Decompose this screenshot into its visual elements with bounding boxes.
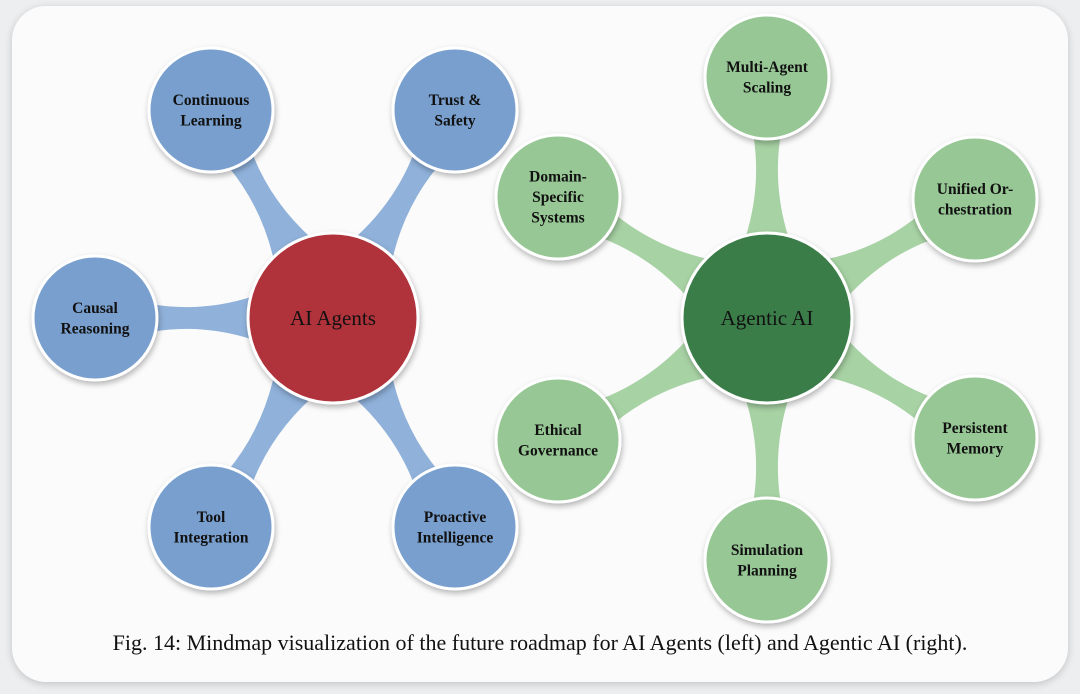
node-label-line: Tool — [197, 509, 226, 526]
branch-connector — [824, 338, 934, 423]
branch-group — [599, 133, 934, 504]
node-label: Unified Or-chestration — [937, 181, 1014, 219]
center-node-agentic-ai: Agentic AI — [680, 231, 854, 405]
node-label-line: Intelligence — [417, 529, 494, 546]
node-label-line: Multi-Agent — [726, 59, 809, 76]
node-label-line: Specific — [532, 189, 584, 206]
node-label-line: chestration — [938, 201, 1012, 218]
center-node-circle — [246, 231, 420, 405]
node-label-line: Learning — [180, 112, 241, 129]
node-circle — [147, 46, 275, 174]
node-label-line: Integration — [174, 529, 249, 546]
node-label-line: Reasoning — [61, 320, 130, 337]
node-circle — [911, 374, 1039, 502]
node-trust-safety: Trust & Safety — [391, 46, 519, 174]
branch-connector — [599, 338, 710, 424]
node-label-line: Unified Or- — [937, 181, 1014, 198]
node-circle — [391, 46, 519, 174]
node-label-line: Safety — [434, 112, 476, 129]
node-label-line: Domain- — [529, 169, 587, 186]
center-node-ai-agents: AI Agents — [246, 231, 420, 405]
node-label-line: Governance — [518, 442, 598, 459]
node-circle — [703, 496, 831, 624]
node-circle — [147, 463, 275, 591]
node-circle — [494, 133, 622, 261]
node-circle — [494, 376, 622, 504]
node-label: Trust & Safety — [429, 92, 482, 130]
center-node-label: AI Agents — [290, 306, 376, 330]
branch-group — [151, 151, 439, 486]
branch-connector — [745, 133, 789, 239]
node-circle — [911, 135, 1039, 263]
node-label-line: Persistent — [942, 420, 1008, 437]
branch-connector — [151, 296, 254, 340]
node-label-line: Memory — [947, 440, 1004, 457]
node-label-line: Ethical — [534, 422, 582, 439]
node-label-line: Proactive — [424, 509, 487, 526]
node-circle — [391, 463, 519, 591]
node-label-line: Scaling — [743, 79, 791, 96]
node-label-line: Simulation — [731, 542, 804, 559]
center-node-circle — [680, 231, 854, 405]
node-circle — [31, 254, 159, 382]
center-node-label: Agentic AI — [721, 306, 814, 330]
node-label-line: Causal — [72, 300, 118, 317]
branch-connector — [599, 212, 710, 298]
node-label-line: Continuous — [173, 92, 250, 109]
branch-connector — [824, 214, 934, 298]
branch-connector — [745, 397, 789, 504]
branch-connector — [353, 375, 439, 486]
node-label-line: Systems — [531, 210, 584, 227]
branch-connector — [227, 375, 313, 486]
branch-connector — [227, 151, 313, 261]
node-unified-or-chestration: Unified Or-chestration — [911, 135, 1039, 263]
node-label-line: Planning — [737, 562, 797, 579]
node-label-line: Trust & — [429, 92, 482, 109]
branch-connector — [353, 151, 439, 261]
node-circle — [703, 13, 831, 141]
figure-caption: Fig. 14: Mindmap visualization of the fu… — [112, 630, 968, 655]
